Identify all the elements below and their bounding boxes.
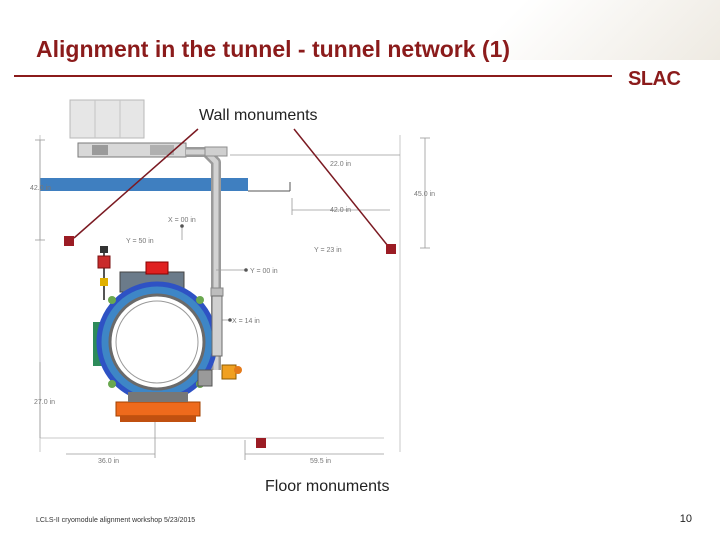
title-underline bbox=[14, 75, 612, 77]
wall-monument-left bbox=[64, 236, 74, 246]
coord-x-top: X = 00 in bbox=[168, 217, 196, 224]
floor-monument bbox=[256, 438, 266, 448]
coordinate-labels: X = 00 in Y = 50 in Y = 23 in Y = 00 in … bbox=[126, 217, 342, 325]
dim-left-height: 42.0 in bbox=[30, 185, 51, 192]
monument-pointer-lines bbox=[73, 128, 389, 247]
cable-tray bbox=[77, 142, 187, 158]
dim-top-right-width: 22.0 in bbox=[330, 161, 351, 168]
dim-bottom-left-width: 36.0 in bbox=[98, 458, 119, 465]
page-number: 10 bbox=[679, 513, 692, 525]
blue-beam bbox=[40, 178, 291, 192]
coord-x-lower: X = 14 in bbox=[232, 318, 260, 325]
footer-text: LCLS-II cryomodule alignment workshop 5/… bbox=[36, 517, 196, 524]
coord-y-right: Y = 23 in bbox=[314, 247, 342, 254]
coord-y-center: Y = 00 in bbox=[250, 268, 278, 275]
slac-logo: SLAC bbox=[628, 68, 681, 90]
orange-support-stand bbox=[115, 392, 201, 422]
dim-right-width: 42.0 in bbox=[330, 207, 351, 214]
dimension-lines bbox=[35, 137, 430, 460]
coord-y-left: Y = 50 in bbox=[126, 238, 154, 245]
red-valve bbox=[97, 246, 111, 300]
vertical-pipe bbox=[186, 146, 228, 370]
dim-bottom-left-height: 27.0 in bbox=[34, 399, 55, 406]
floor-monuments-label: Floor monuments bbox=[265, 478, 390, 495]
slide-title: Alignment in the tunnel - tunnel network… bbox=[36, 36, 511, 62]
corner-gradient bbox=[460, 0, 720, 60]
dim-right-height: 45.0 in bbox=[414, 191, 435, 198]
wall-monument-right bbox=[386, 244, 396, 254]
dimension-labels: 42.0 in 22.0 in 45.0 in 42.0 in 27.0 in … bbox=[30, 161, 435, 465]
dim-bottom-right-width: 59.5 in bbox=[310, 458, 331, 465]
coordinate-markers bbox=[180, 224, 248, 322]
side-equipment bbox=[197, 295, 242, 387]
wall-monuments-label: Wall monuments bbox=[199, 107, 318, 124]
cryomodule-vessel bbox=[93, 261, 218, 403]
tunnel-cross-section-drawing: 42.0 in 22.0 in 45.0 in 42.0 in 27.0 in … bbox=[30, 99, 435, 465]
ceiling-block bbox=[69, 99, 145, 139]
